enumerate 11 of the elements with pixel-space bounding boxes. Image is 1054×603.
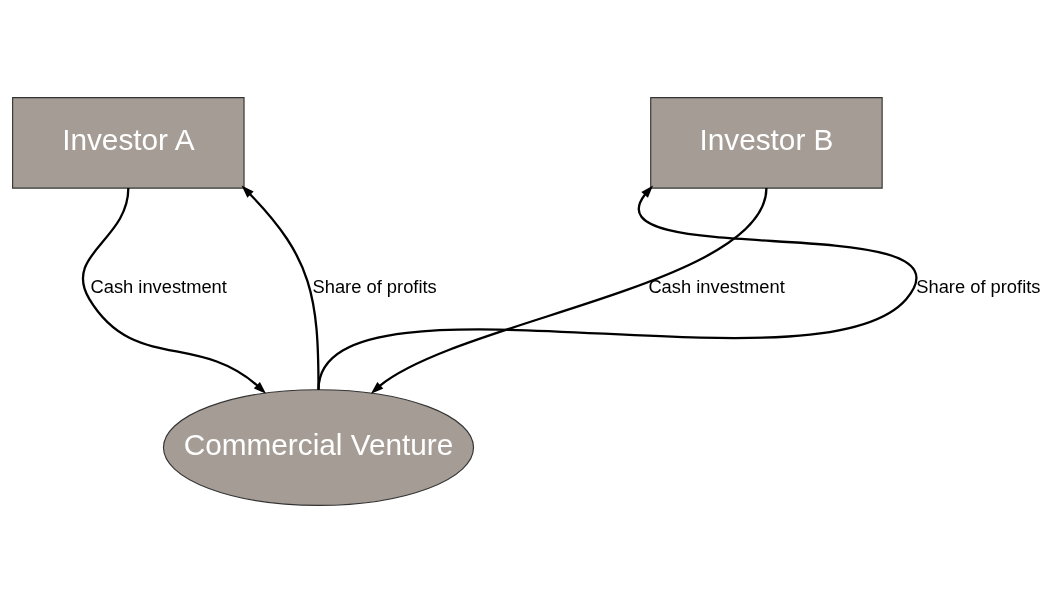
- edge-label: Share of profits: [312, 276, 437, 298]
- edge-label: Cash investment: [90, 276, 227, 298]
- edge-label: Share of profits: [916, 276, 1041, 298]
- arrow: [317, 185, 917, 391]
- arrow: [241, 185, 320, 390]
- node-box: Investor A: [12, 97, 245, 189]
- arrow: [370, 187, 768, 394]
- node-ellipse: Commercial Venture: [162, 389, 475, 506]
- edge-label: Cash investment: [648, 276, 785, 298]
- arrow: [81, 187, 267, 394]
- node-box: Investor B: [650, 97, 883, 189]
